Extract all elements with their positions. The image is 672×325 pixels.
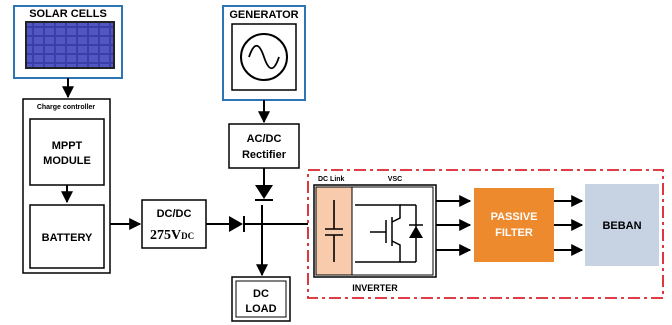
- acdc-label: AC/DC: [247, 133, 282, 145]
- generator-title: GENERATOR: [229, 9, 298, 21]
- dcdc-voltage: 275VDC: [150, 228, 194, 243]
- igbt-switch-icon: [355, 204, 401, 263]
- rectifier-label: Rectifier: [242, 149, 287, 161]
- acdc-rectifier-block: AC/DC Rectifier: [228, 123, 300, 169]
- filter-line2: FILTER: [495, 227, 533, 239]
- dc-link-label: DC Link: [318, 176, 345, 183]
- freewheel-diode-icon: [400, 204, 423, 263]
- battery-box: [29, 204, 105, 269]
- inverter-label: INVERTER: [352, 283, 398, 293]
- diode-icon: [229, 216, 245, 232]
- solar-cells-title: SOLAR CELLS: [29, 8, 107, 20]
- vsc-label: VSC: [388, 176, 402, 183]
- dc-load-line2: LOAD: [245, 303, 276, 315]
- beban-label: BEBAN: [602, 220, 641, 232]
- dc-load-line1: DC: [253, 288, 269, 300]
- sine-wave-icon: [248, 44, 280, 70]
- inverter-system-boundary: [307, 169, 664, 299]
- charge-controller-title: Charge controller: [37, 104, 96, 111]
- beban-block: BEBAN: [585, 184, 659, 266]
- inverter-block: DC Link VSC INVERTER: [313, 176, 437, 293]
- module-label: MODULE: [43, 155, 91, 167]
- passive-filter-block: PASSIVE FILTER: [474, 188, 554, 262]
- charge-controller-block: Charge controller MPPT MODULE BATTERY: [22, 98, 111, 274]
- dc-load-block: DC LOAD: [231, 276, 291, 322]
- dcdc-block: DC/DC 275VDC: [141, 199, 207, 249]
- generator-block: GENERATOR: [222, 5, 306, 101]
- battery-label: BATTERY: [42, 232, 93, 244]
- rectifier-diode-icon: [255, 185, 273, 201]
- dcdc-label: DC/DC: [157, 208, 192, 220]
- mppt-label: MPPT: [52, 140, 83, 152]
- solar-panel-icon: [25, 21, 115, 69]
- filter-line1: PASSIVE: [491, 211, 538, 223]
- solar-cells-block: SOLAR CELLS: [13, 5, 123, 79]
- mppt-module-box: [29, 118, 105, 186]
- capacitor-icon: [325, 200, 343, 262]
